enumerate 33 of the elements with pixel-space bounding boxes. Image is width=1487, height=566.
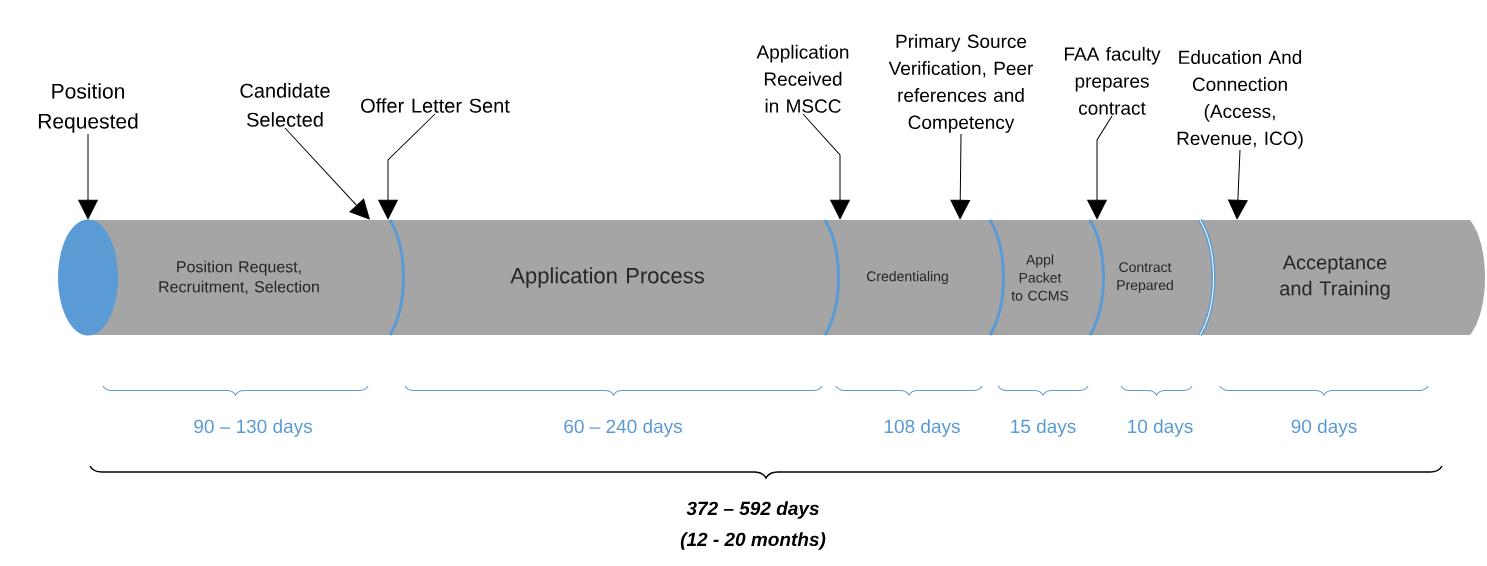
milestone-label: Candidate Selected bbox=[240, 83, 330, 127]
node-label: Appl Packet to CCMS bbox=[1011, 254, 1069, 301]
arrow bbox=[1087, 115, 1113, 220]
pipeline-segment: Contract Prepared bbox=[1090, 220, 1200, 335]
total-duration-label: (12 - 20 months) bbox=[680, 532, 826, 550]
node-label: Credentialing bbox=[866, 270, 948, 285]
duration-label: 10 days bbox=[1128, 419, 1193, 437]
pipeline-segment: Credentialing bbox=[825, 220, 990, 335]
milestone-label: Position Requested bbox=[38, 83, 138, 133]
total-duration-label: 372 – 592 days bbox=[686, 501, 819, 519]
milestone-label: Education And Connection (Access, Revenue, ICO) bbox=[1177, 50, 1303, 149]
arrow bbox=[78, 133, 98, 220]
node-label: Acceptance and Training bbox=[1280, 255, 1390, 300]
duration-label: 15 days bbox=[1011, 419, 1076, 437]
pipeline-segment: Position Request, Recruitment, Selection bbox=[58, 219, 390, 336]
node-label: Application Process bbox=[510, 267, 704, 288]
arrow bbox=[1228, 149, 1248, 220]
milestone-label: FAA faculty prepares contract bbox=[1065, 46, 1161, 115]
node-label: Position Request, Recruitment, Selection bbox=[159, 260, 319, 295]
arrow bbox=[950, 133, 971, 220]
arrow bbox=[284, 127, 370, 220]
duration-label: 90 – 130 days bbox=[194, 419, 312, 437]
arrow bbox=[802, 113, 850, 220]
milestone-label: Offer Letter Sent bbox=[361, 98, 510, 113]
milestone-label: Primary Source Verification, Peer references and Competency bbox=[888, 34, 1033, 133]
pipeline-segment: Acceptance and Training bbox=[1200, 220, 1485, 335]
duration-label: 60 – 240 days bbox=[564, 419, 682, 437]
arrow bbox=[378, 113, 436, 220]
milestone-label: Application Received in MSCC bbox=[756, 44, 849, 113]
pipeline-segment: Appl Packet to CCMS bbox=[990, 220, 1090, 335]
node-label: Contract Prepared bbox=[1117, 262, 1173, 293]
duration-label: 90 days bbox=[1291, 419, 1357, 437]
duration-label: 108 days bbox=[884, 419, 960, 437]
